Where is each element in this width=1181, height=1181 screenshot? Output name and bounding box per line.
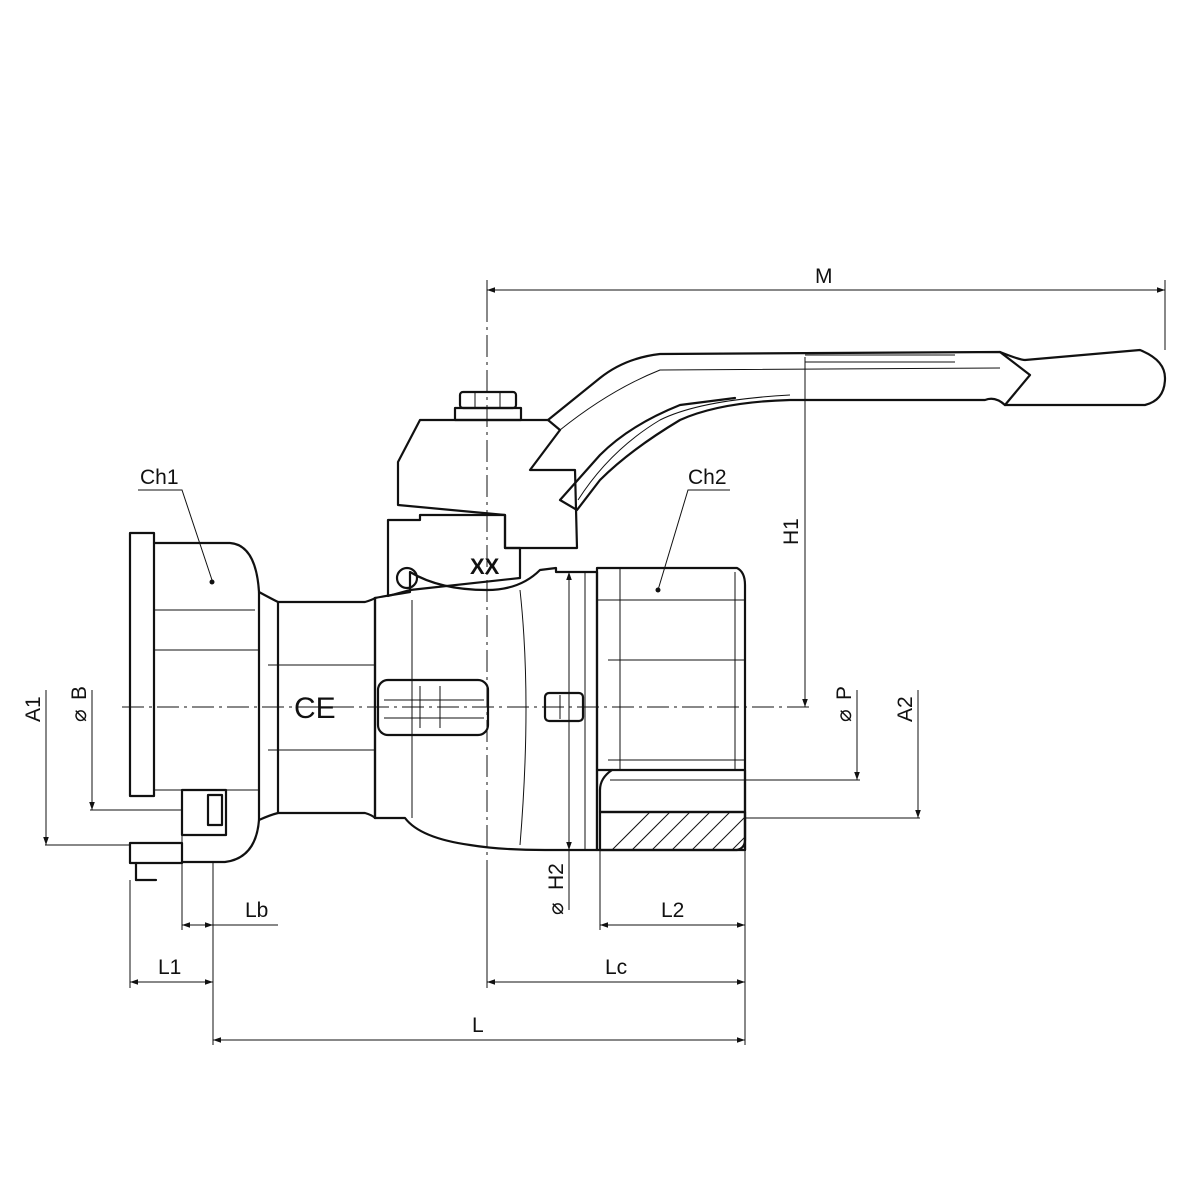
left-coupling-tube <box>180 590 377 837</box>
label-h2: H2 <box>545 863 568 890</box>
dimension-lines <box>43 280 1166 1045</box>
diameter-symbol-p: ⌀ <box>833 709 856 722</box>
label-l1: L1 <box>158 956 181 979</box>
thread-hatching <box>611 811 746 851</box>
label-lc: Lc <box>605 956 627 979</box>
diameter-symbol-h2: ⌀ <box>545 902 568 915</box>
ch2-leader <box>657 489 730 591</box>
valve-outline: XX CE <box>122 300 1167 882</box>
stem-nut <box>453 390 523 422</box>
size-mark: XX <box>470 554 500 579</box>
label-a2: A2 <box>894 696 917 722</box>
label-m: M <box>815 265 833 288</box>
ce-mark: CE <box>294 692 336 725</box>
label-ch1: Ch1 <box>140 466 179 489</box>
label-ch2: Ch2 <box>688 466 727 489</box>
label-p: P <box>833 686 856 700</box>
ch1-leader <box>138 489 213 581</box>
label-l: L <box>472 1014 484 1037</box>
valve-body <box>373 513 599 852</box>
label-l2: L2 <box>661 899 684 922</box>
label-a1: A1 <box>22 696 45 722</box>
dimension-labels: M H1 Ch1 Ch2 A1 ⌀ B ⌀ P A2 ⌀ H2 Lb L1 L2… <box>22 265 917 1037</box>
lever-handle <box>396 348 1167 550</box>
right-hex-end <box>595 566 747 852</box>
label-lb: Lb <box>245 899 268 922</box>
label-b: B <box>68 686 91 700</box>
label-h1: H1 <box>780 518 803 545</box>
diameter-symbol-b: ⌀ <box>68 709 91 722</box>
